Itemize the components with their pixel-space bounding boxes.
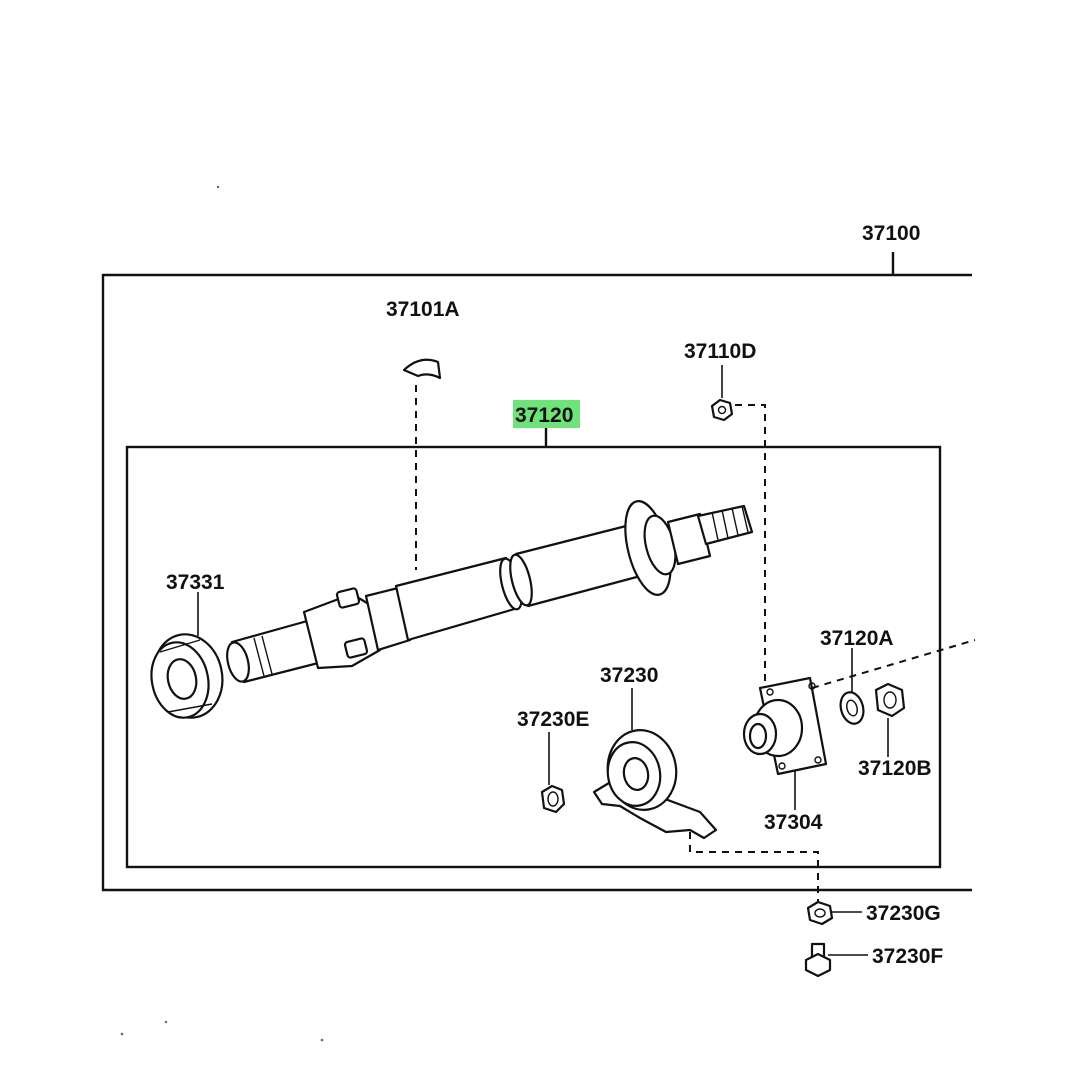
label-37120b: 37120B xyxy=(858,757,932,780)
washer-a xyxy=(839,691,865,725)
label-37101a: 37101A xyxy=(386,298,460,321)
label-37120: 37120 xyxy=(515,404,573,427)
companion-flange xyxy=(742,676,828,776)
center-bearing xyxy=(592,729,718,840)
balance-weight-clip xyxy=(402,358,442,380)
propeller-shaft xyxy=(226,500,754,684)
label-37100: 37100 xyxy=(862,222,920,245)
dust-seal xyxy=(150,633,224,719)
label-37110d: 37110D xyxy=(684,340,756,363)
label-37331: 37331 xyxy=(166,571,225,594)
shaft-assembly-frame xyxy=(125,445,942,869)
top-nut xyxy=(710,398,734,422)
part-labels: 37100 37101A 37110D 37120 37331 37120A 3… xyxy=(166,222,943,968)
washer-e xyxy=(540,784,566,814)
dashed-leaders xyxy=(415,385,976,905)
label-37230e: 37230E xyxy=(517,708,589,731)
label-37230g: 37230G xyxy=(866,902,941,925)
scan-specks xyxy=(120,185,324,1042)
label-37230f: 37230F xyxy=(872,945,943,968)
label-37120a: 37120A xyxy=(820,627,894,650)
assembly-frame xyxy=(101,252,972,892)
label-highlight xyxy=(513,400,580,428)
nut-b xyxy=(874,682,906,718)
label-37230: 37230 xyxy=(600,664,658,687)
bolt-f xyxy=(804,942,832,978)
label-leaders xyxy=(197,365,889,956)
washer-g xyxy=(806,900,834,926)
label-37304: 37304 xyxy=(764,811,823,834)
